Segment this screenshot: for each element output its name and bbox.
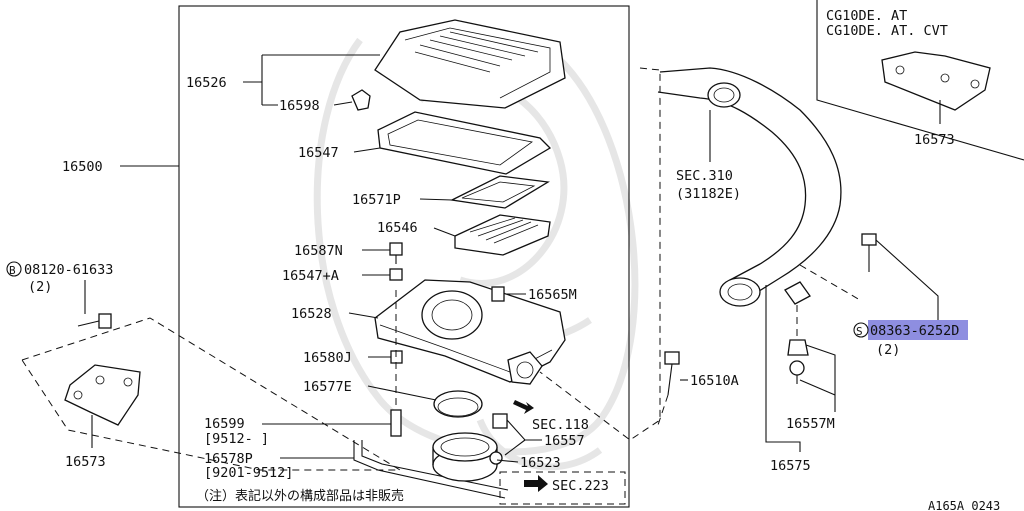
filter-frame-16571P[interactable] <box>449 175 550 209</box>
sec223-dash-box <box>499 471 626 505</box>
leader-16546 <box>433 227 456 237</box>
grommet-16557M[interactable] <box>787 339 809 384</box>
bracket-16573-right[interactable] <box>881 51 991 111</box>
label-16526[interactable]: 16526 <box>186 75 227 91</box>
air-cleaner-case-16528[interactable] <box>374 279 566 385</box>
figure-code: A165A 0243 <box>928 499 1000 511</box>
label-16557[interactable]: 16557 <box>544 433 585 449</box>
pin-16599[interactable] <box>390 409 402 437</box>
label-16598[interactable]: 16598 <box>279 98 320 114</box>
label-16587N[interactable]: 16587N <box>294 243 343 259</box>
duct-16523[interactable] <box>432 432 498 482</box>
seal-ring-16547[interactable] <box>377 111 552 175</box>
leader-16571P <box>419 198 453 201</box>
label-16578P[interactable]: 16578P <box>204 451 253 467</box>
label-16557M[interactable]: 16557M <box>786 416 835 432</box>
variant-label-2: CG10DE. AT. CVT <box>826 23 948 39</box>
grommet-16587N[interactable] <box>389 242 403 264</box>
clip-16565M[interactable] <box>491 286 505 302</box>
tube-bracket[interactable] <box>784 281 811 305</box>
screw-08363[interactable] <box>861 233 877 272</box>
footnote: （注）表記以外の構成部品は非販売 <box>196 488 404 504</box>
bolt-16510A[interactable] <box>664 351 680 396</box>
label-16599-range: [9512- ] <box>204 431 269 447</box>
label-16500[interactable]: 16500 <box>62 159 103 175</box>
dash-boundary-left <box>21 317 402 471</box>
arrow-sec223-icon <box>524 475 548 492</box>
bracket-16573-left[interactable] <box>64 364 141 426</box>
label-16573-right[interactable]: 16573 <box>914 132 955 148</box>
label-16565M[interactable]: 16565M <box>528 287 577 303</box>
dash-16510A <box>657 394 669 426</box>
b-circle-icon: B <box>6 261 22 277</box>
label-16580J[interactable]: 16580J <box>303 350 352 366</box>
label-sec310[interactable]: SEC.310 <box>676 168 733 184</box>
label-16573-left[interactable]: 16573 <box>65 454 106 470</box>
grommet-16557[interactable] <box>489 413 508 465</box>
variant-inset-frame <box>816 0 1024 161</box>
label-sec310-sub: (31182E) <box>676 186 741 202</box>
label-bolt-qty: (2) <box>28 279 52 295</box>
leader-screw <box>875 239 939 320</box>
s-circle-icon: S <box>853 322 869 338</box>
filter-element-16546[interactable] <box>454 214 551 256</box>
bolt-08120[interactable] <box>77 313 112 329</box>
clip-16598[interactable] <box>351 89 371 111</box>
label-sec223[interactable]: SEC.223 <box>552 478 609 494</box>
label-16575[interactable]: 16575 <box>770 458 811 474</box>
label-16547A[interactable]: 16547+A <box>282 268 339 284</box>
leader-16557M <box>799 344 836 412</box>
intake-tube[interactable] <box>657 67 842 307</box>
svg-text:S: S <box>856 325 863 338</box>
label-16510A[interactable]: 16510A <box>690 373 739 389</box>
leader-16577E <box>367 385 437 401</box>
leader-16598 <box>333 101 353 106</box>
clip-16547A[interactable] <box>389 268 403 281</box>
label-16523[interactable]: 16523 <box>520 455 561 471</box>
label-16571P[interactable]: 16571P <box>352 192 401 208</box>
variant-label-1: CG10DE. AT <box>826 8 907 24</box>
label-16578P-range: [9201-9512] <box>204 465 293 481</box>
label-sec118[interactable]: SEC.118 <box>532 417 589 433</box>
label-16528[interactable]: 16528 <box>291 306 332 322</box>
label-screw-qty: (2) <box>876 342 900 358</box>
svg-text:B: B <box>9 264 16 277</box>
leader-16575 <box>765 285 801 452</box>
arrow-sec118-icon <box>513 400 534 414</box>
dash-boundary-right <box>539 67 661 441</box>
hose-clamp-16577E[interactable] <box>433 390 483 418</box>
air-cleaner-group-frame <box>178 5 630 508</box>
label-bolt-number[interactable]: 08120-61633 <box>24 262 113 278</box>
leader-16528 <box>348 312 379 319</box>
label-16599[interactable]: 16599 <box>204 416 245 432</box>
label-16547[interactable]: 16547 <box>298 145 339 161</box>
leader-16547 <box>353 147 381 153</box>
leader-16557 <box>504 419 542 456</box>
label-16546[interactable]: 16546 <box>377 220 418 236</box>
highlight-box <box>868 320 968 340</box>
label-16577E[interactable]: 16577E <box>303 379 352 395</box>
leader-16523 <box>496 459 519 463</box>
leader-16526 <box>243 54 380 106</box>
label-screw-number[interactable]: 08363-6252D <box>870 323 959 339</box>
air-cleaner-cover[interactable] <box>374 19 566 109</box>
